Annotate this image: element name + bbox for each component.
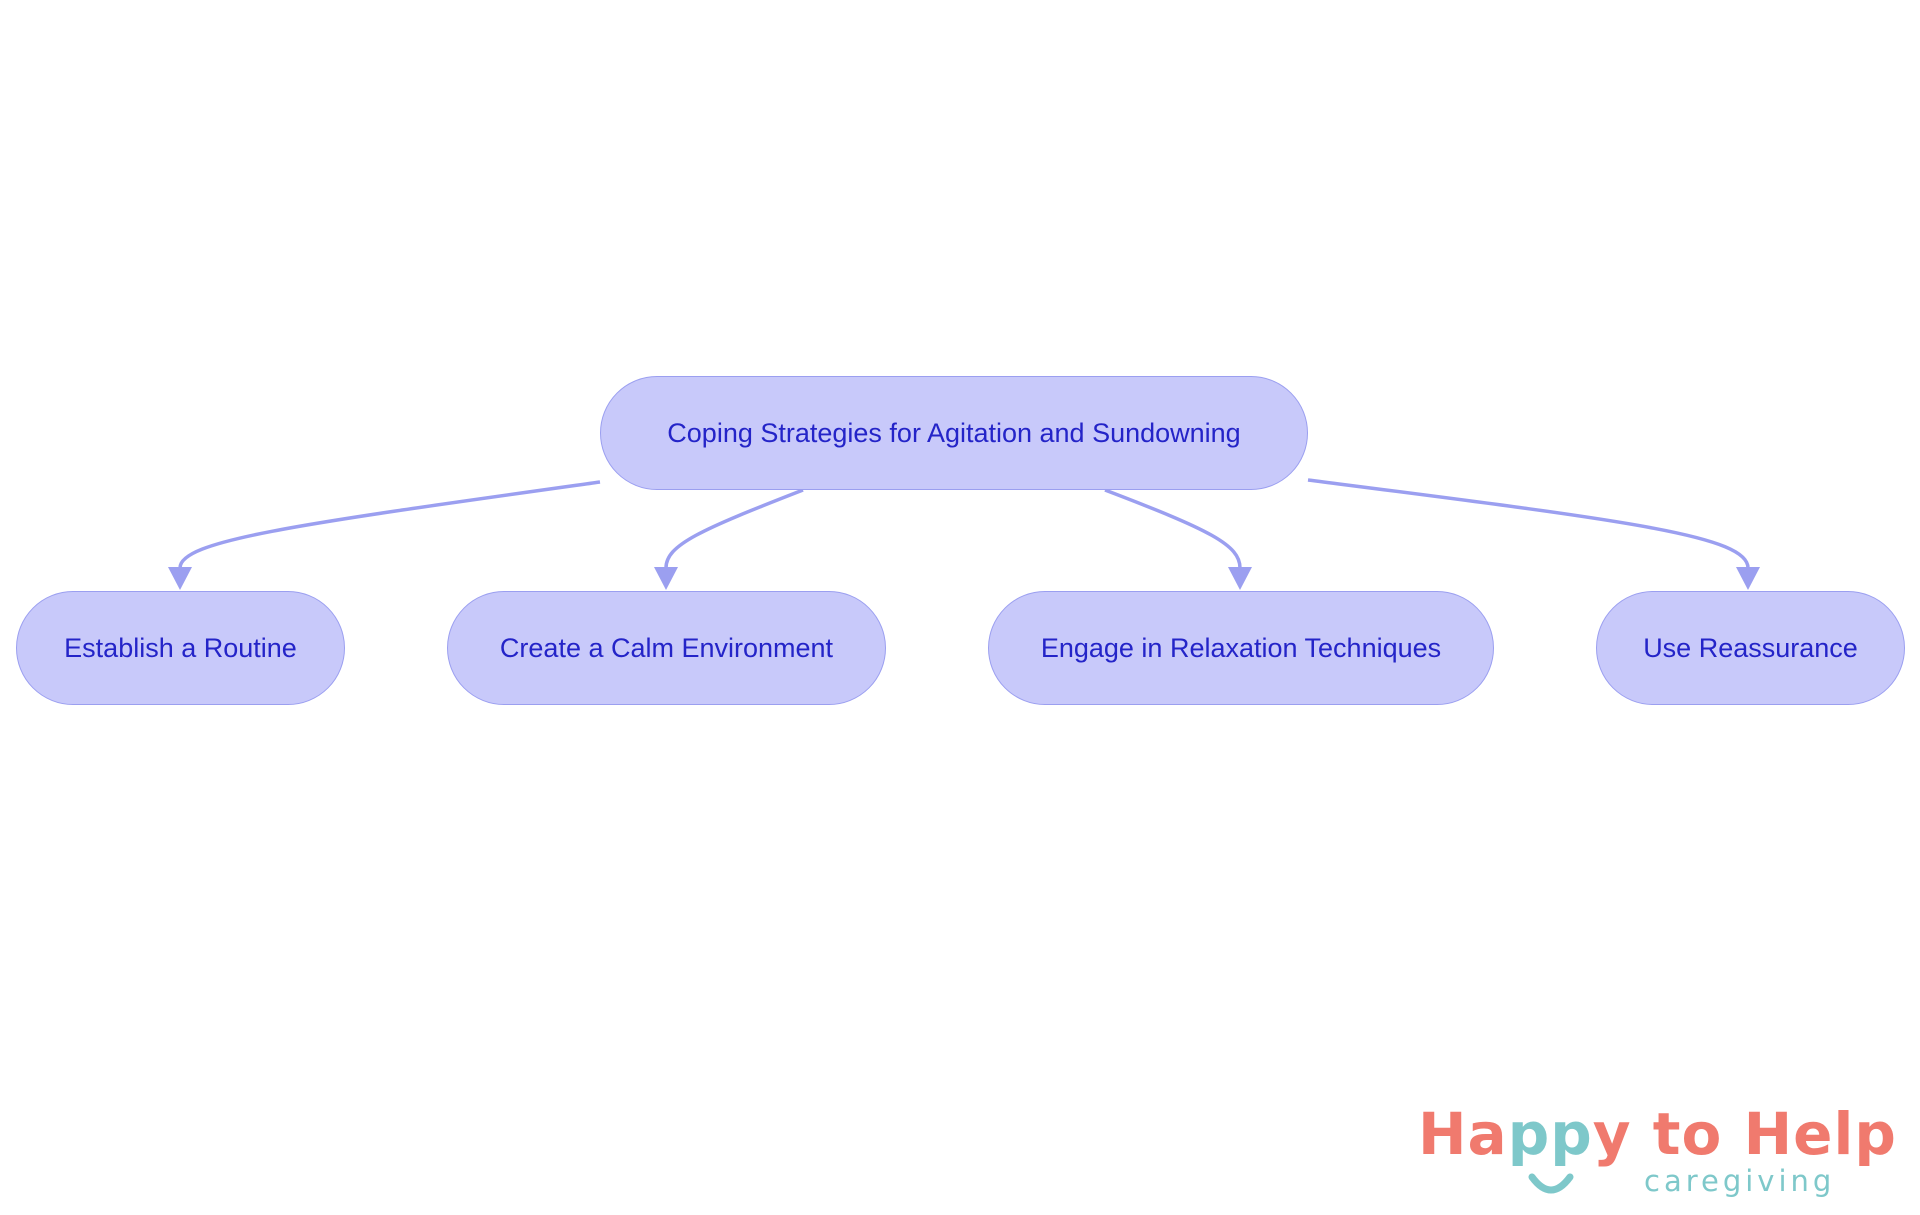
child-node-label: Establish a Routine [64,632,297,663]
child-node-use-reassurance: Use Reassurance [1596,591,1905,705]
child-node-relaxation-techniques: Engage in Relaxation Techniques [988,591,1494,705]
arrowhead-reassurance [1736,567,1760,590]
child-node-establish-routine: Establish a Routine [16,591,345,705]
root-node-label: Coping Strategies for Agitation and Sund… [667,417,1241,448]
edge-root-to-establish-routine [178,480,601,569]
logo-tagline: caregiving [1644,1164,1836,1198]
smile-icon [1528,1173,1574,1194]
logo-text: Happy to Help [1418,1100,1897,1168]
child-node-label: Engage in Relaxation Techniques [1040,632,1442,663]
child-node-label: Create a Calm Environment [499,632,834,663]
root-node: Coping Strategies for Agitation and Sund… [600,376,1308,490]
child-node-label: Use Reassurance [1643,632,1858,663]
happy-to-help-logo: Happy to Help caregiving [1418,1105,1896,1205]
edge-root-to-calm-environment [664,488,804,569]
logo-wordmark: Happy to Help [1418,1105,1897,1163]
arrowhead-calm-environment [654,567,678,590]
arrowhead-establish-routine [168,567,192,590]
child-node-calm-environment: Create a Calm Environment [447,591,886,705]
edge-root-to-reassurance [1307,478,1750,569]
arrowhead-relaxation [1228,567,1252,590]
edge-root-to-relaxation [1104,488,1242,569]
